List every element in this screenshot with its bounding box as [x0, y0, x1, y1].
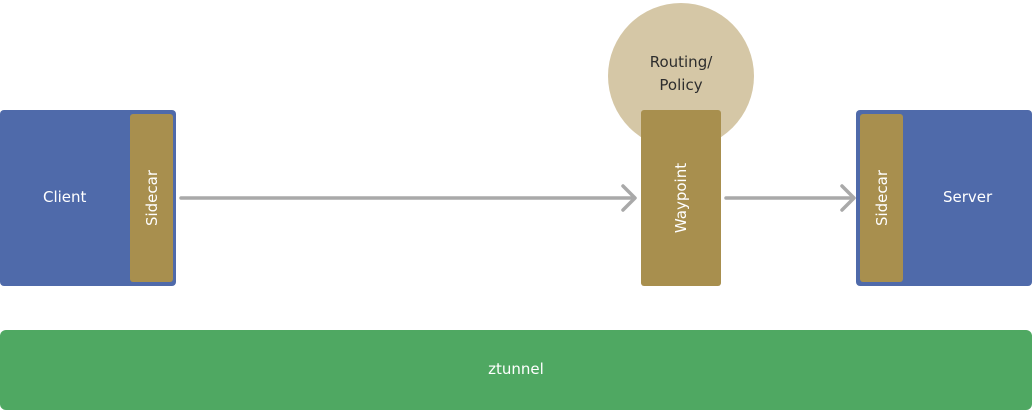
arrowhead-waypoint-to-server	[840, 184, 856, 212]
waypoint-node	[641, 110, 721, 286]
server-sidecar-label: Sidecar	[872, 169, 891, 227]
client-sidecar-label: Sidecar	[142, 169, 161, 227]
routing-policy-label-line1: Routing/	[649, 53, 713, 71]
arrowhead-client-to-waypoint	[621, 184, 637, 212]
ztunnel-label: ztunnel	[488, 360, 544, 378]
server-sidecar-node	[860, 114, 903, 282]
server-label: Server	[943, 188, 993, 206]
waypoint-label: Waypoint	[672, 162, 690, 234]
routing-policy-label: Routing/ Policy	[608, 51, 754, 97]
client-sidecar-node	[130, 114, 173, 282]
routing-policy-label-line2: Policy	[659, 76, 703, 94]
client-label: Client	[43, 188, 87, 206]
ztunnel-node	[0, 330, 1032, 410]
